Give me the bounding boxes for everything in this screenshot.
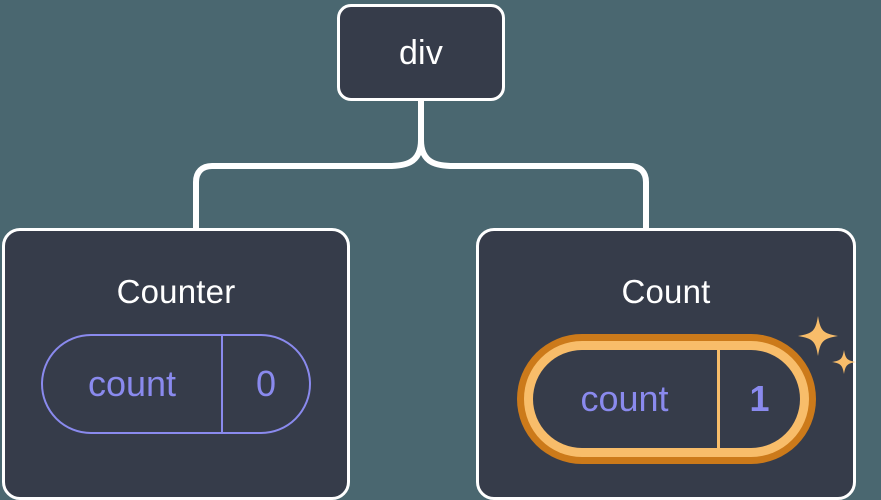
state-pill-counter[interactable]: count 0 (41, 334, 311, 434)
state-pill-count-highlight-ring: count 1 (516, 334, 816, 464)
state-key-label: count (580, 378, 669, 419)
state-pill-counter-wrap: count 0 (41, 334, 311, 434)
node-count[interactable]: Count count 1 (476, 228, 856, 500)
node-root-label: div (398, 33, 444, 72)
node-root-div[interactable]: div (337, 4, 505, 101)
node-counter[interactable]: Counter count 0 (2, 228, 350, 500)
state-key-label: count (87, 363, 177, 404)
state-pill-count-wrap: count 1 (516, 316, 856, 464)
state-pill-count-highlight-inner-ring: count 1 (523, 341, 809, 457)
sparkle-large-icon (797, 316, 838, 356)
state-value-label: 0 (221, 336, 309, 432)
state-pill-count[interactable]: count 1 (532, 350, 800, 448)
node-count-title: Count (621, 273, 711, 310)
sparkle-small-icon (831, 350, 856, 374)
node-counter-title: Counter (116, 273, 236, 310)
state-value-label: 1 (716, 350, 800, 448)
